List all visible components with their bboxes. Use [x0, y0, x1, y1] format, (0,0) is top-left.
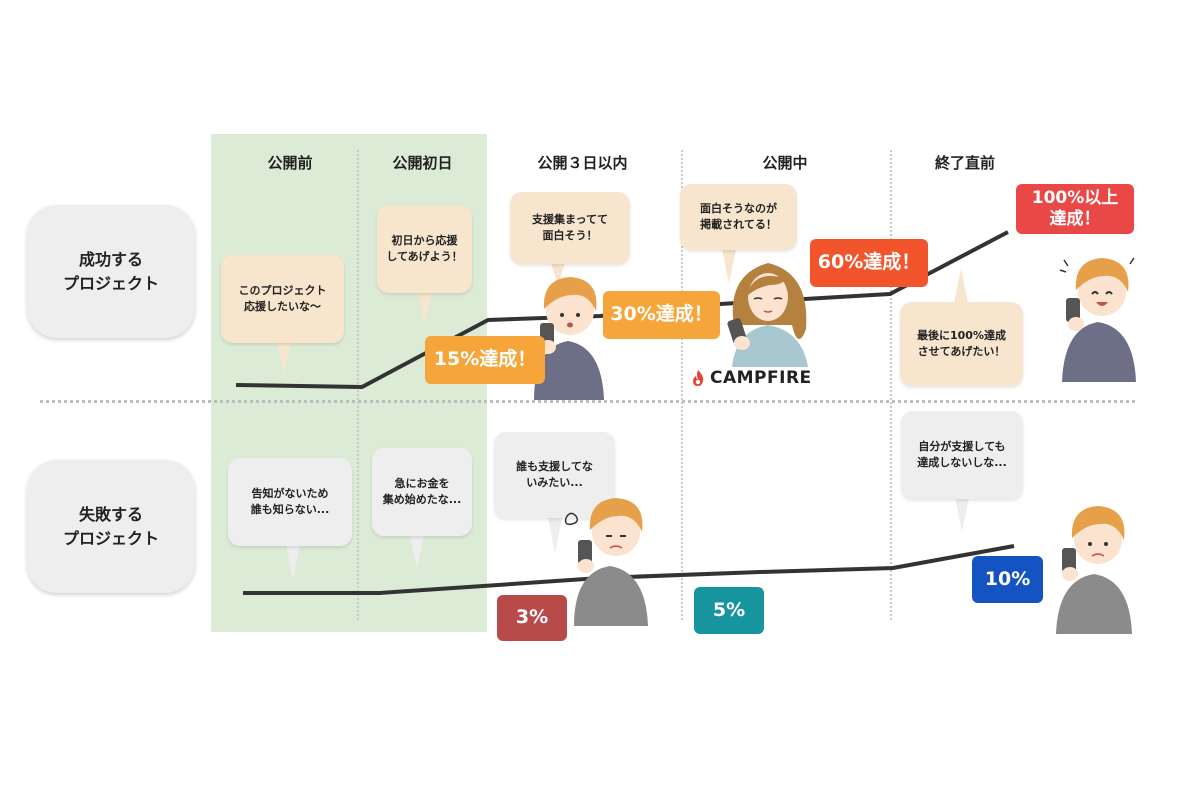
achievement-badge-3: 3%	[497, 595, 567, 641]
achievement-badge-5: 5%	[694, 587, 764, 634]
bubble-tail	[286, 545, 300, 579]
achievement-badge-15: 15%達成！	[425, 336, 545, 384]
speech-bubble: 最後に100%達成 させてあげたい！	[900, 302, 1023, 386]
badge-label: 60%達成！	[817, 251, 921, 274]
bubble-tail	[955, 498, 969, 532]
sad-person-illustration	[564, 498, 648, 626]
column-header-running: 公開中	[762, 154, 808, 172]
column-header-launch-day: 公開初日	[392, 154, 453, 172]
column-header-pre-launch: 公開前	[267, 154, 313, 172]
speech-bubble: 支援集まってて 面白そう！	[510, 192, 630, 264]
success-trend-line	[235, 230, 1009, 389]
speech-bubble: 告知がないため 誰も知らない...	[228, 458, 352, 546]
bubble-tail	[277, 342, 291, 376]
achievement-badge-60: 60%達成！	[810, 239, 928, 287]
row-divider	[40, 400, 1135, 403]
achievement-badge-10: 10%	[972, 556, 1043, 603]
speech-bubble: 初日から応援 してあげよう！	[377, 205, 472, 293]
badge-label: 10%	[984, 567, 1031, 590]
badge-label: 3%	[515, 606, 549, 629]
speech-bubble: 自分が支援しても 達成しないしな...	[901, 411, 1023, 499]
flame-icon	[693, 370, 704, 386]
campfire-logo: CAMPFIRE	[690, 368, 812, 388]
bubble-tail	[954, 269, 968, 303]
bubble-tail	[722, 249, 736, 283]
badge-label: 5%	[712, 598, 746, 621]
row-label-success: 成功する プロジェクト	[27, 205, 195, 338]
brand-name: CAMPFIRE	[710, 368, 812, 388]
achievement-badge-100: 100%以上 達成！	[1016, 184, 1134, 234]
badge-label: 100%以上 達成！	[1031, 187, 1119, 229]
failure-trend-line	[243, 544, 1015, 595]
happy-person-illustration	[1059, 257, 1136, 382]
bubble-tail	[418, 292, 432, 326]
speech-bubble: このプロジェクト 応援したいな〜	[221, 255, 344, 343]
achievement-badge-30: 30%達成！	[603, 291, 720, 339]
column-divider	[890, 150, 892, 620]
speech-bubble: 急にお金を 集め始めたな...	[372, 448, 472, 536]
woman-illustration	[727, 263, 808, 367]
row-label-failure: 失敗する プロジェクト	[27, 460, 195, 593]
column-header-first-3-days: 公開３日以内	[537, 154, 628, 172]
bubble-tail	[548, 517, 562, 555]
speech-bubble: 誰も支援してな いみたい...	[494, 432, 615, 518]
badge-label: 30%達成！	[610, 303, 713, 326]
speech-bubble: 面白そうなのが 掲載されてる！	[680, 184, 797, 250]
column-divider	[681, 150, 683, 620]
badge-label: 15%達成！	[433, 348, 537, 371]
worried-person-illustration	[1056, 506, 1132, 634]
bubble-tail	[410, 535, 424, 569]
column-header-ending: 終了直前	[934, 154, 995, 172]
